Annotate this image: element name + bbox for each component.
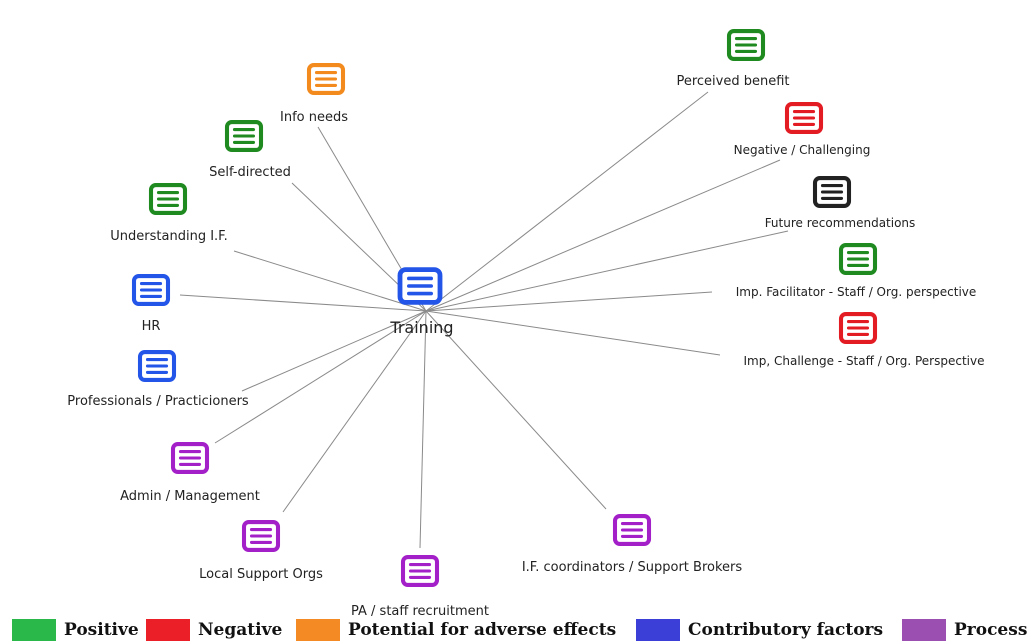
node-imp-challenge[interactable]: Imp, Challenge - Staff / Org. Perspectiv…: [744, 312, 985, 368]
imp-facilitator-list-icon: [838, 243, 878, 275]
node-if-coordinators[interactable]: I.F. coordinators / Support Brokers: [522, 514, 743, 575]
node-info-needs[interactable]: Info needs: [280, 63, 348, 125]
legend-label-process: Process: [954, 620, 1028, 640]
negative-challenging-list-icon: [784, 102, 824, 134]
edge-layer: [179, 91, 789, 549]
professionals-label: Professionals / Practicioners: [67, 394, 249, 409]
negative-challenging-label: Negative / Challenging: [734, 143, 871, 157]
node-hr[interactable]: HR: [131, 274, 171, 334]
local-support-orgs-label: Local Support Orgs: [199, 567, 323, 582]
legend-item-positive: Positive: [12, 618, 139, 642]
legend-label-positive: Positive: [64, 620, 139, 640]
pa-staff-recruitment-label: PA / staff recruitment: [351, 604, 489, 619]
training-label: Training: [389, 318, 453, 337]
info-needs-list-icon: [306, 63, 346, 95]
training-list-icon: [397, 267, 443, 305]
understanding-if-list-icon: [148, 183, 188, 215]
edge-negative-challenging: [425, 159, 781, 312]
understanding-if-label: Understanding I.F.: [110, 229, 227, 244]
hr-label: HR: [142, 319, 161, 334]
node-perceived-benefit[interactable]: Perceived benefit: [676, 29, 790, 89]
node-professionals[interactable]: Professionals / Practicioners: [67, 350, 249, 409]
edge-pa-staff-recruitment: [419, 310, 427, 549]
node-training[interactable]: Training: [389, 267, 454, 337]
perceived-benefit-label: Perceived benefit: [676, 74, 789, 89]
pa-staff-recruitment-list-icon: [400, 555, 440, 587]
edge-admin-management: [214, 310, 427, 444]
professionals-list-icon: [137, 350, 177, 382]
node-imp-facilitator[interactable]: Imp. Facilitator - Staff / Org. perspect…: [736, 243, 977, 299]
edge-imp-facilitator: [425, 291, 713, 312]
self-directed-label: Self-directed: [209, 165, 291, 180]
edge-understanding-if: [233, 250, 427, 312]
legend-item-negative: Negative: [146, 618, 282, 642]
imp-facilitator-label: Imp. Facilitator - Staff / Org. perspect…: [736, 285, 977, 299]
legend-label-negative: Negative: [198, 620, 283, 640]
hr-list-icon: [131, 274, 171, 306]
imp-challenge-list-icon: [838, 312, 878, 344]
info-needs-label: Info needs: [280, 110, 348, 125]
legend-label-contributory: Contributory factors: [688, 620, 884, 640]
legend-item-process: Process: [902, 618, 1027, 642]
legend-swatch-negative: [146, 619, 190, 641]
legend-swatch-adverse: [296, 619, 340, 641]
if-coordinators-label: I.F. coordinators / Support Brokers: [522, 560, 743, 575]
local-support-orgs-list-icon: [241, 520, 281, 552]
edge-perceived-benefit: [425, 91, 709, 312]
legend-item-adverse: Potential for adverse effects: [296, 618, 616, 642]
node-pa-staff-recruitment[interactable]: PA / staff recruitment: [351, 555, 489, 619]
if-coordinators-list-icon: [612, 514, 652, 546]
perceived-benefit-list-icon: [726, 29, 766, 61]
node-future-recommendations[interactable]: Future recommendations: [765, 176, 916, 230]
future-recommendations-label: Future recommendations: [765, 216, 916, 230]
imp-challenge-label: Imp, Challenge - Staff / Org. Perspectiv…: [744, 354, 985, 368]
edge-future-recommendations: [425, 230, 789, 312]
legend: Positive Negative Potential for adverse …: [0, 614, 1035, 644]
edge-imp-challenge: [425, 310, 721, 356]
self-directed-list-icon: [224, 120, 264, 152]
node-self-directed[interactable]: Self-directed: [209, 120, 291, 180]
node-understanding-if[interactable]: Understanding I.F.: [110, 183, 228, 244]
admin-management-label: Admin / Management: [120, 489, 260, 504]
legend-label-adverse: Potential for adverse effects: [348, 620, 617, 640]
legend-item-contributory: Contributory factors: [636, 618, 883, 642]
node-negative-challenging[interactable]: Negative / Challenging: [734, 102, 871, 157]
edge-hr: [179, 294, 427, 312]
legend-swatch-contributory: [636, 619, 680, 641]
future-recommendations-list-icon: [812, 176, 852, 208]
edge-local-support-orgs: [282, 310, 427, 513]
legend-swatch-process: [902, 619, 946, 641]
admin-management-list-icon: [170, 442, 210, 474]
node-local-support-orgs[interactable]: Local Support Orgs: [199, 520, 323, 582]
edge-if-coordinators: [425, 310, 607, 510]
edge-professionals: [241, 310, 427, 392]
node-admin-management[interactable]: Admin / Management: [120, 442, 260, 504]
legend-swatch-positive: [12, 619, 56, 641]
